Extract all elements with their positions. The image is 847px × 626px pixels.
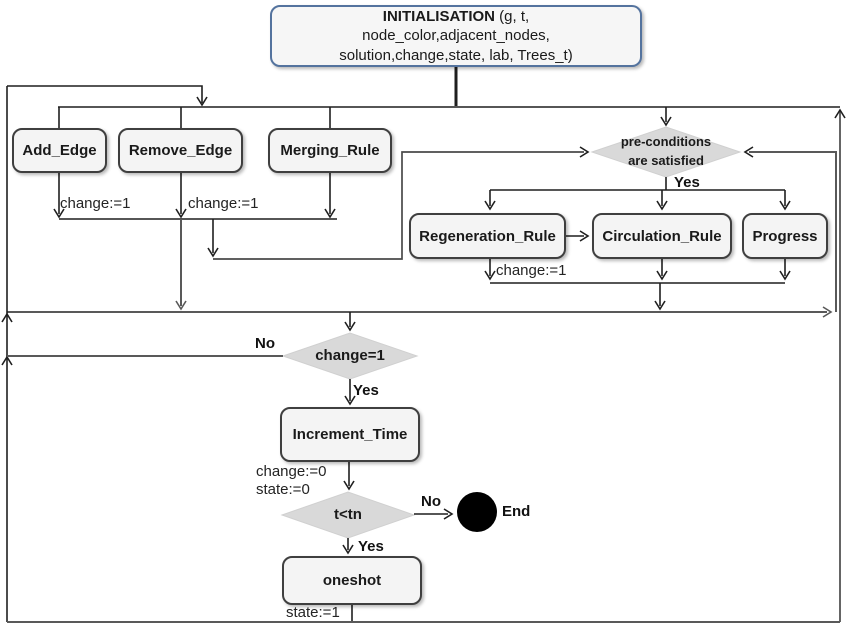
arrowhead — [175, 300, 187, 311]
arrowhead — [743, 146, 754, 158]
label-add-edge-change: change:=1 — [60, 195, 131, 212]
preconditions-diamond — [590, 126, 742, 178]
preconditions-line2: are satisfied — [628, 152, 704, 168]
edge-collector-to-preconditions — [743, 146, 837, 312]
edge-rightgroup-to-collector — [654, 283, 666, 311]
arrowhead — [324, 208, 336, 219]
edge-loop-left — [1, 86, 13, 622]
node-initialisation: INITIALISATION (g, t, node_color,adjacen… — [270, 5, 642, 67]
arrowhead — [342, 544, 354, 555]
label-end: End — [502, 503, 531, 520]
decision-ttn-label: t<tn — [334, 506, 362, 523]
node-oneshot: oneshot — [282, 556, 422, 605]
wire — [749, 151, 837, 312]
node-regeneration-rule: Regeneration_Rule — [409, 213, 566, 259]
edges-preconditions-yes — [484, 177, 791, 211]
node-increment-time: Increment_Time — [280, 407, 420, 462]
wire — [213, 151, 584, 260]
node-progress: Progress — [742, 213, 828, 259]
arrowhead — [53, 208, 65, 219]
initialisation-args-3: solution,change,state, lab, Trees_t) — [339, 46, 573, 64]
node-add-edge: Add_Edge — [12, 128, 107, 173]
arrowhead — [344, 395, 356, 406]
arrowhead — [822, 306, 833, 318]
arrowhead — [579, 146, 590, 158]
edge-merged-to-preconditions — [207, 146, 590, 260]
edge-increment-to-ttn — [343, 462, 355, 491]
label-increment-change: change:=0 — [256, 463, 327, 480]
arrowhead — [834, 108, 846, 119]
initialisation-args-2: node_color,adjacent_nodes, — [362, 27, 550, 45]
label-increment-state: state:=0 — [256, 481, 310, 498]
decision-change-label: change=1 — [315, 347, 385, 364]
edges-right-rules-outputs — [484, 259, 791, 284]
arrowhead — [1, 312, 13, 323]
wire — [7, 85, 203, 103]
end-terminator — [457, 492, 497, 532]
line-collector — [7, 306, 833, 318]
arrowhead — [484, 200, 496, 211]
initialisation-args-1: (g, t, — [495, 7, 530, 25]
label-change-no: No — [255, 335, 275, 352]
edge-ttn-yes — [342, 538, 354, 555]
line-distribution — [58, 106, 840, 128]
arrowhead — [654, 300, 666, 311]
label-preconditions-yes: Yes — [674, 174, 700, 191]
node-merging-rule: Merging_Rule — [268, 128, 392, 173]
arrowhead — [443, 508, 454, 520]
arrowhead — [656, 270, 668, 281]
edge-loop-top — [7, 85, 208, 107]
arrowhead — [207, 247, 219, 258]
arrowhead — [343, 480, 355, 491]
label-oneshot-state: state:=1 — [286, 604, 340, 621]
initialisation-title: INITIALISATION — [382, 7, 496, 25]
arrowhead — [660, 116, 672, 127]
label-change-yes: Yes — [353, 382, 379, 399]
node-remove-edge: Remove_Edge — [118, 128, 243, 173]
arrowhead — [175, 208, 187, 219]
change-diamond — [281, 332, 419, 380]
edge-regeneration-to-circulation — [566, 230, 590, 242]
preconditions-line1: pre-conditions — [620, 134, 712, 149]
arrowhead — [579, 230, 590, 242]
arrowhead — [484, 270, 496, 281]
arrowhead — [779, 200, 791, 211]
arrowhead — [656, 200, 668, 211]
decision-shapes — [280, 126, 742, 539]
label-remove-edge-change: change:=1 — [188, 195, 259, 212]
node-circulation-rule: Circulation_Rule — [592, 213, 732, 259]
edge-oneshot-return-right — [834, 108, 846, 622]
edge-merged-to-collector — [175, 219, 187, 311]
edge-ttn-no-to-end — [414, 508, 454, 520]
label-ttn-yes: Yes — [358, 538, 384, 555]
decision-preconditions-label: pre-conditions are satisfied — [600, 133, 732, 171]
initialisation-label: INITIALISATION (g, t, node_color,adjacen… — [272, 7, 640, 66]
label-regeneration-change: change:=1 — [496, 262, 567, 279]
edge-oneshot-bottom — [7, 605, 840, 623]
label-ttn-no: No — [421, 493, 441, 510]
edge-change-yes — [344, 379, 356, 406]
arrowhead — [196, 96, 208, 107]
arrowhead — [779, 270, 791, 281]
edges-left-rules-outputs — [53, 173, 337, 220]
ttn-diamond — [280, 491, 416, 539]
arrowhead — [344, 321, 356, 332]
edge-collector-to-change — [344, 312, 356, 332]
